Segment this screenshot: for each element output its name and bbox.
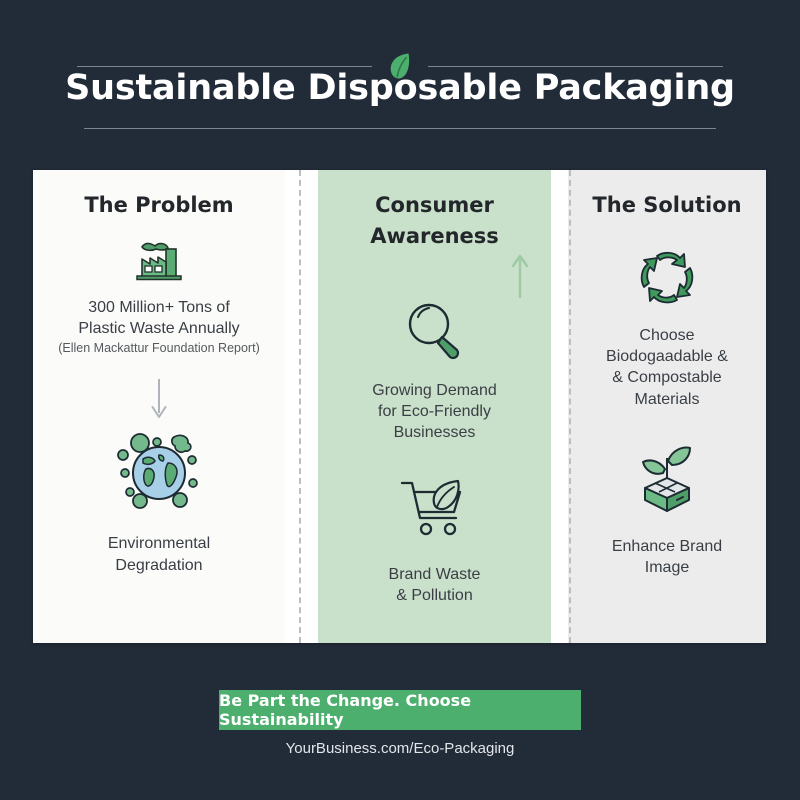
column-gap-right	[551, 170, 568, 643]
problem-attribution: (Ellen Mackattur Foundation Report)	[58, 341, 260, 356]
column-gap-left	[285, 170, 318, 643]
awareness-text: Growing Demand for Eco-Friendly Business…	[372, 380, 497, 444]
header: Sustainable Disposable Packaging	[0, 0, 800, 160]
header-rule-right	[428, 65, 723, 67]
up-arrow-icon	[510, 252, 530, 305]
factory-icon	[128, 233, 190, 283]
awareness-text-line1: Growing Demand	[372, 381, 497, 399]
cta-banner[interactable]: Be Part the Change. Choose Sustainabilit…	[219, 690, 581, 730]
problem-stat-line1: 300 Million+ Tons of	[88, 298, 230, 316]
leaf-icon	[372, 48, 428, 84]
header-rule-row	[0, 48, 800, 84]
problem-outcome-line2: Degradation	[115, 556, 203, 574]
problem-outcome-line1: Environmental	[107, 535, 211, 553]
down-arrow-icon	[149, 377, 169, 421]
magnifying-glass-icon	[402, 298, 468, 360]
solution-text-line4: Materials	[634, 390, 700, 408]
shopping-cart-leaf-icon	[398, 476, 472, 538]
column-awareness-title-line1: Consumer	[375, 193, 494, 217]
box-sprout-icon	[625, 436, 709, 516]
awareness-outcome: Brand Waste & Pollution	[389, 564, 481, 607]
column-problem-title: The Problem	[84, 193, 234, 217]
solution-text-line2: Biodogaadable &	[606, 348, 728, 366]
awareness-outcome-line2: & Pollution	[396, 586, 473, 604]
solution-text-line3: & Compostable	[612, 369, 722, 387]
solution-outcome-line1: Enhance Brand	[611, 537, 723, 555]
solution-text-line1: Choose	[639, 326, 695, 344]
awareness-outcome-line1: Brand Waste	[388, 565, 481, 583]
column-awareness-title-line2: Awareness	[370, 223, 499, 248]
awareness-text-line3: Businesses	[393, 424, 476, 442]
infographic-panel: The Problem 300 Million+ Tons of Plastic…	[33, 170, 766, 643]
earth-globe-icon	[113, 429, 205, 511]
title-underline	[84, 128, 716, 129]
column-awareness: Consumer Awareness Growing Demand for Ec…	[318, 170, 551, 643]
footer-url[interactable]: YourBusiness.com/Eco-Packaging	[285, 740, 515, 757]
problem-stat-line2: Plastic Waste Annually	[78, 320, 240, 338]
solution-text: Choose Biodogaadable & & Compostable Mat…	[606, 325, 728, 410]
column-divider-right	[569, 170, 571, 643]
column-solution-title: The Solution	[592, 193, 742, 217]
page-title: Sustainable Disposable Packaging	[65, 68, 735, 108]
solution-outcome-line2: Image	[644, 559, 690, 577]
column-divider-left	[299, 170, 301, 643]
header-rule-left	[77, 65, 372, 67]
recycling-icon	[635, 247, 699, 307]
column-solution: The Solution Choose Biodogaadable & & Co…	[568, 170, 766, 643]
awareness-text-line2: for Eco-Friendly	[378, 403, 491, 421]
problem-stat: 300 Million+ Tons of Plastic Waste Annua…	[58, 297, 259, 357]
problem-outcome: Environmental Degradation	[108, 533, 210, 576]
solution-outcome: Enhance Brand Image	[612, 536, 722, 579]
column-problem: The Problem 300 Million+ Tons of Plastic…	[33, 170, 285, 643]
